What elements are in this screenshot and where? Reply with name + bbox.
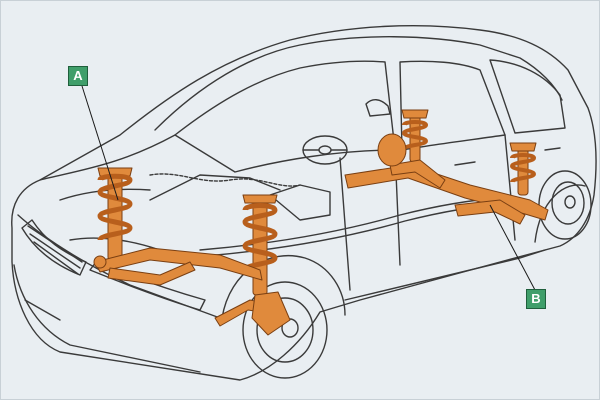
leader-line-b — [489, 204, 536, 291]
callout-label-a: A — [68, 66, 88, 86]
leader-line-a — [81, 85, 119, 201]
suspension-components — [93, 109, 549, 336]
leader-lines — [81, 85, 536, 291]
callout-label-b: B — [526, 289, 546, 309]
